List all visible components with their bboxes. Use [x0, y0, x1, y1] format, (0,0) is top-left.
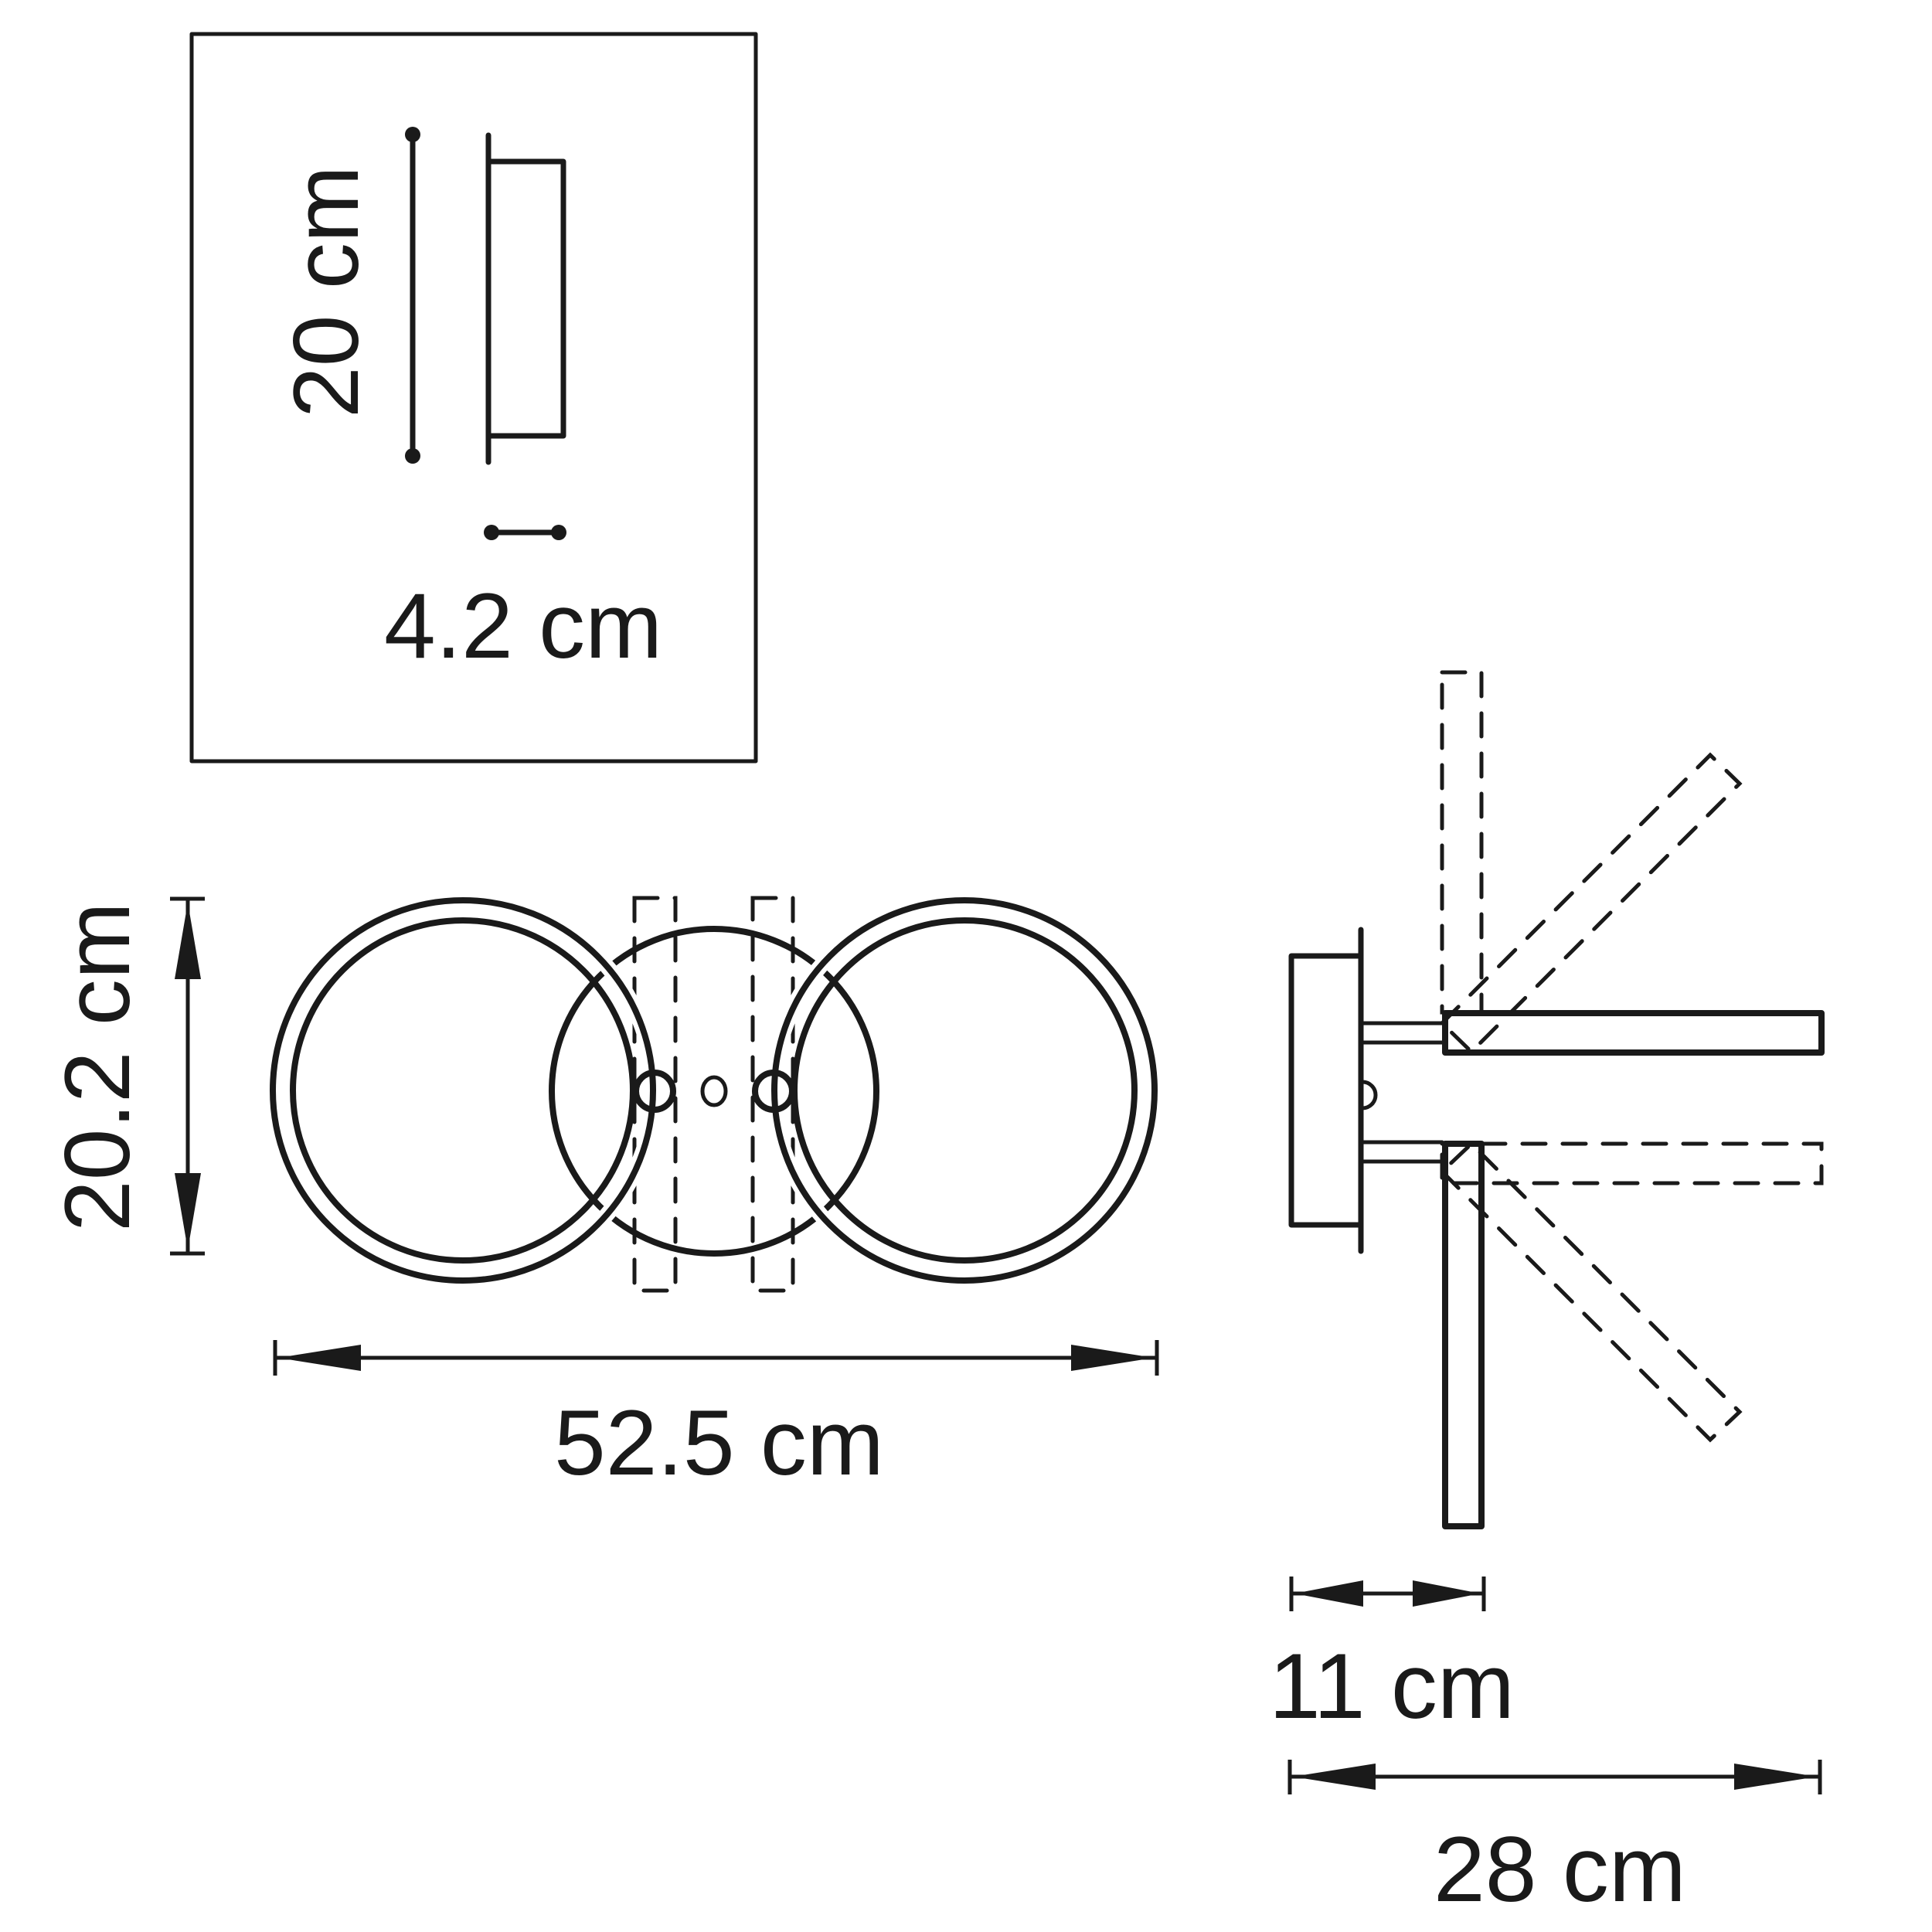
- front-height-dimension: [170, 896, 205, 1256]
- inset-depth-dimension: [484, 525, 566, 540]
- arrow-up-icon: [175, 903, 201, 979]
- inset-panel-rect: [485, 158, 566, 439]
- front-width-dimension: [273, 1340, 1159, 1376]
- front-height-label: 20.2 cm: [46, 902, 149, 1232]
- arrow-left-icon: [1293, 1764, 1376, 1790]
- arm-position-horizontal-hidden: [1440, 1141, 1824, 1185]
- front-width-label: 52.5 cm: [554, 1391, 884, 1495]
- inset-depth-label: 4.2 cm: [384, 574, 662, 678]
- ring-left: [265, 893, 661, 1288]
- arrow-right-icon: [1734, 1764, 1817, 1790]
- side-projection-dimension: [1287, 1760, 1822, 1794]
- arrow-left-icon: [1294, 1580, 1363, 1607]
- front-view: 20.2 cm 52.5 cm: [46, 893, 1162, 1495]
- back-plate: [549, 926, 879, 1257]
- arm-vertical-down: [1442, 1141, 1485, 1529]
- side-projection-label: 28 cm: [1434, 1818, 1686, 1921]
- wall-plate: [1288, 953, 1364, 1228]
- side-depth-dimension: [1289, 1577, 1486, 1611]
- arm-horizontal: [1442, 1010, 1825, 1056]
- inset-height-dimension: [405, 127, 420, 464]
- pivot-knob-left: [633, 1070, 676, 1113]
- arm-position-down-45-hidden: [1439, 1141, 1743, 1443]
- pivot-knob-right: [752, 1070, 795, 1113]
- bracket-right-hidden: [750, 896, 795, 1293]
- ring-right: [767, 893, 1162, 1288]
- arrow-right-icon: [1071, 1345, 1154, 1371]
- arm-position-vertical-hidden: [1440, 670, 1484, 1015]
- arrow-down-icon: [175, 1173, 201, 1250]
- screw-head-icon: [1360, 1080, 1378, 1111]
- inset-frame: [189, 32, 758, 764]
- side-view: 11 cm 28 cm: [1269, 670, 1825, 1921]
- inset-height-label: 20 cm: [274, 165, 378, 418]
- arrow-left-icon: [278, 1345, 361, 1371]
- arrow-right-icon: [1413, 1580, 1481, 1607]
- arm-position-up-45-hidden: [1439, 752, 1743, 1055]
- bracket-left-hidden: [632, 896, 678, 1293]
- inset-panel-profile: 20 cm 4.2 cm: [189, 32, 758, 764]
- center-screw: [700, 1075, 728, 1107]
- side-depth-label: 11 cm: [1269, 1634, 1515, 1738]
